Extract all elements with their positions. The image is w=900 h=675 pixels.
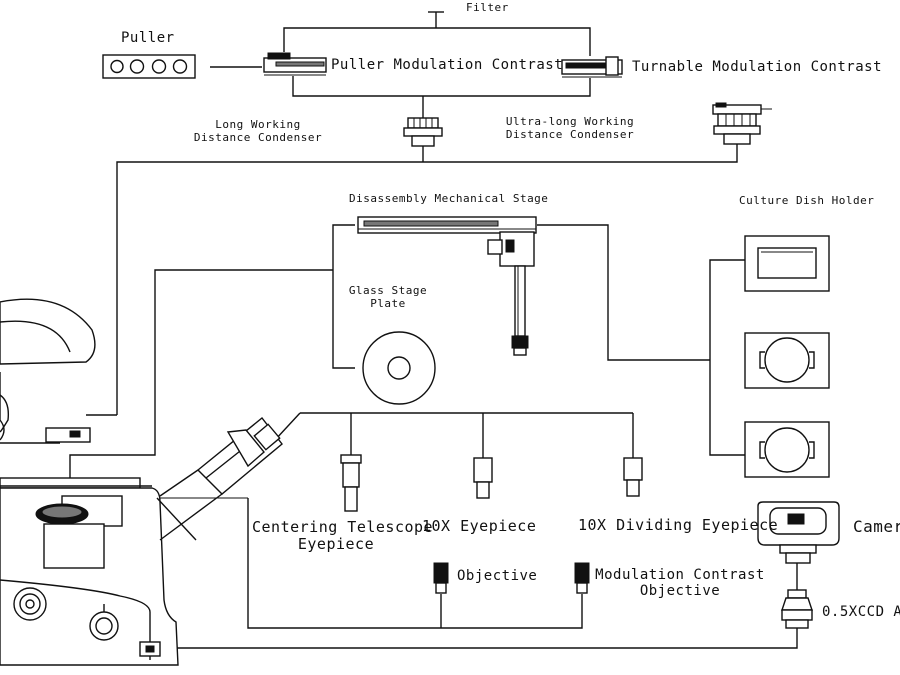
filter-label: Filter bbox=[466, 1, 509, 14]
adapter-icon bbox=[781, 589, 813, 629]
telescope-icon bbox=[340, 454, 362, 512]
turnable-modulation-contrast-label: Turnable Modulation Contrast bbox=[632, 59, 883, 75]
ultra-long-condenser-label: Ultra-long Working Distance Condenser bbox=[505, 115, 635, 141]
mechanical-stage-icon bbox=[357, 216, 537, 356]
long-working-condenser-label: Long Working Distance Condenser bbox=[193, 118, 323, 144]
objective-label: Objective bbox=[457, 568, 538, 584]
modulation-contrast-objective-label: Modulation Contrast Objective bbox=[595, 567, 765, 600]
camera-icon bbox=[757, 501, 840, 564]
puller-icon bbox=[102, 54, 196, 79]
centering-telescope-label: Centering Telescope Eyepiece bbox=[252, 518, 434, 554]
microscope-icon bbox=[0, 298, 283, 666]
eyepiece-10x-label: 10X Eyepiece bbox=[422, 517, 537, 535]
long-condenser-icon bbox=[403, 117, 443, 147]
glass-plate-icon bbox=[362, 331, 436, 405]
disassembly-stage-label: Disassembly Mechanical Stage bbox=[349, 192, 549, 205]
camera-label: Camera bbox=[853, 517, 900, 536]
dish-holder-icon bbox=[744, 235, 830, 478]
turret-slider-icon bbox=[561, 56, 623, 78]
eyepiece-icon bbox=[473, 457, 493, 499]
puller-label: Puller bbox=[121, 30, 175, 46]
dividing-eyepiece-icon bbox=[623, 457, 643, 497]
ccd-adapter-label: 0.5XCCD A bbox=[822, 604, 900, 620]
ultra-condenser-icon bbox=[712, 102, 772, 145]
dividing-eyepiece-10x-label: 10X Dividing Eyepiece bbox=[578, 516, 779, 534]
culture-dish-holder-label: Culture Dish Holder bbox=[739, 194, 875, 207]
objective-icon bbox=[433, 562, 590, 594]
puller-modulation-contrast-label: Puller Modulation Contrast bbox=[331, 57, 564, 73]
puller-slider-icon bbox=[263, 52, 327, 76]
glass-stage-plate-label: Glass Stage Plate bbox=[348, 284, 428, 310]
